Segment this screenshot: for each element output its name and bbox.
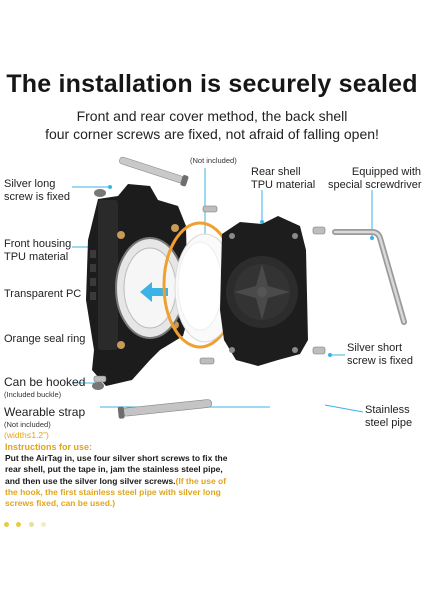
label-screwdriver-line-2: special screwdriver xyxy=(328,179,422,191)
label-silver-short-line-2: screw is fixed xyxy=(347,355,414,367)
label-screwdriver-line-1: Equipped with xyxy=(351,166,421,178)
label-front-housing-line-1: Front housing xyxy=(4,238,72,250)
label-stainless-steel-pipe: Stainless steel pipe xyxy=(365,404,412,430)
instructions-block: Instructions for use: Put the AirTag in,… xyxy=(5,442,275,509)
label-strap-not-included: (Not included) xyxy=(4,420,51,429)
label-rear-shell: Rear shell TPU material xyxy=(251,166,315,192)
label-width-note: (width≤1.2”) xyxy=(4,430,49,440)
instructions-line-2: rear shell, put the tape in, jam the sta… xyxy=(5,464,223,475)
label-orange-seal-ring: Orange seal ring xyxy=(4,333,86,345)
instructions-line-5: screws fixed, can be used.) xyxy=(5,498,116,509)
label-stainless-line-1: Stainless xyxy=(365,404,410,416)
label-silver-long-line-2: screw is fixed xyxy=(4,191,71,203)
front-housing xyxy=(86,184,188,390)
instructions-line-3-text: and then use the silver long silver scre… xyxy=(5,475,176,486)
decorative-dots xyxy=(4,516,49,534)
short-screws xyxy=(93,205,326,383)
instructions-line-4: the hook, the first stainless steel pipe… xyxy=(5,486,221,497)
dot-3 xyxy=(28,522,34,528)
dot-4 xyxy=(41,522,47,528)
label-silver-short-line-1: Silver short xyxy=(347,342,403,354)
dot-2 xyxy=(16,522,22,528)
subtitle-line-2: four corner screws are fixed, not afraid… xyxy=(45,126,379,142)
label-rear-shell-line-1: Rear shell xyxy=(251,166,301,178)
long-screw-top xyxy=(119,156,189,187)
insert-arrow-icon xyxy=(140,282,168,302)
subtitle-line-1: Front and rear cover method, the back sh… xyxy=(76,108,348,124)
screwdriver-icon xyxy=(332,229,407,325)
label-silver-long-screw: Silver long screw is fixed xyxy=(4,178,70,204)
label-rear-shell-line-2: TPU material xyxy=(251,179,316,191)
instructions-line-1: Put the AirTag in, use four silver short… xyxy=(5,453,228,464)
label-silver-short-screw: Silver short screw is fixed xyxy=(347,342,413,368)
label-silver-long-line-1: Silver long xyxy=(4,178,56,190)
label-front-housing-line-2: TPU material xyxy=(4,251,69,263)
label-screwdriver: Equipped with special screwdriver xyxy=(328,166,422,192)
rear-shell xyxy=(220,216,308,366)
instructions-line-3: and then use the silver long silver scre… xyxy=(5,476,275,487)
label-wearable-strap: Wearable strap xyxy=(4,405,86,419)
label-not-included-top: (Not included) xyxy=(190,156,237,165)
label-front-housing: Front housing TPU material xyxy=(4,238,71,264)
airtag-and-seal xyxy=(162,221,238,349)
label-can-be-hooked: Can be hooked xyxy=(4,375,86,389)
instructions-heading: Instructions for use: xyxy=(5,442,93,452)
page-title: The installation is securely sealed xyxy=(6,70,418,98)
dot-1 xyxy=(4,522,9,528)
subtitle: Front and rear cover method, the back sh… xyxy=(0,107,424,143)
stainless-steel-pipe xyxy=(117,399,213,419)
label-stainless-line-2: steel pipe xyxy=(365,417,413,429)
label-transparent-pc: Transparent PC xyxy=(4,288,82,300)
instructions-line-3-gold: (If the use of xyxy=(175,475,227,486)
label-included-buckle: (Included buckle) xyxy=(4,390,62,399)
